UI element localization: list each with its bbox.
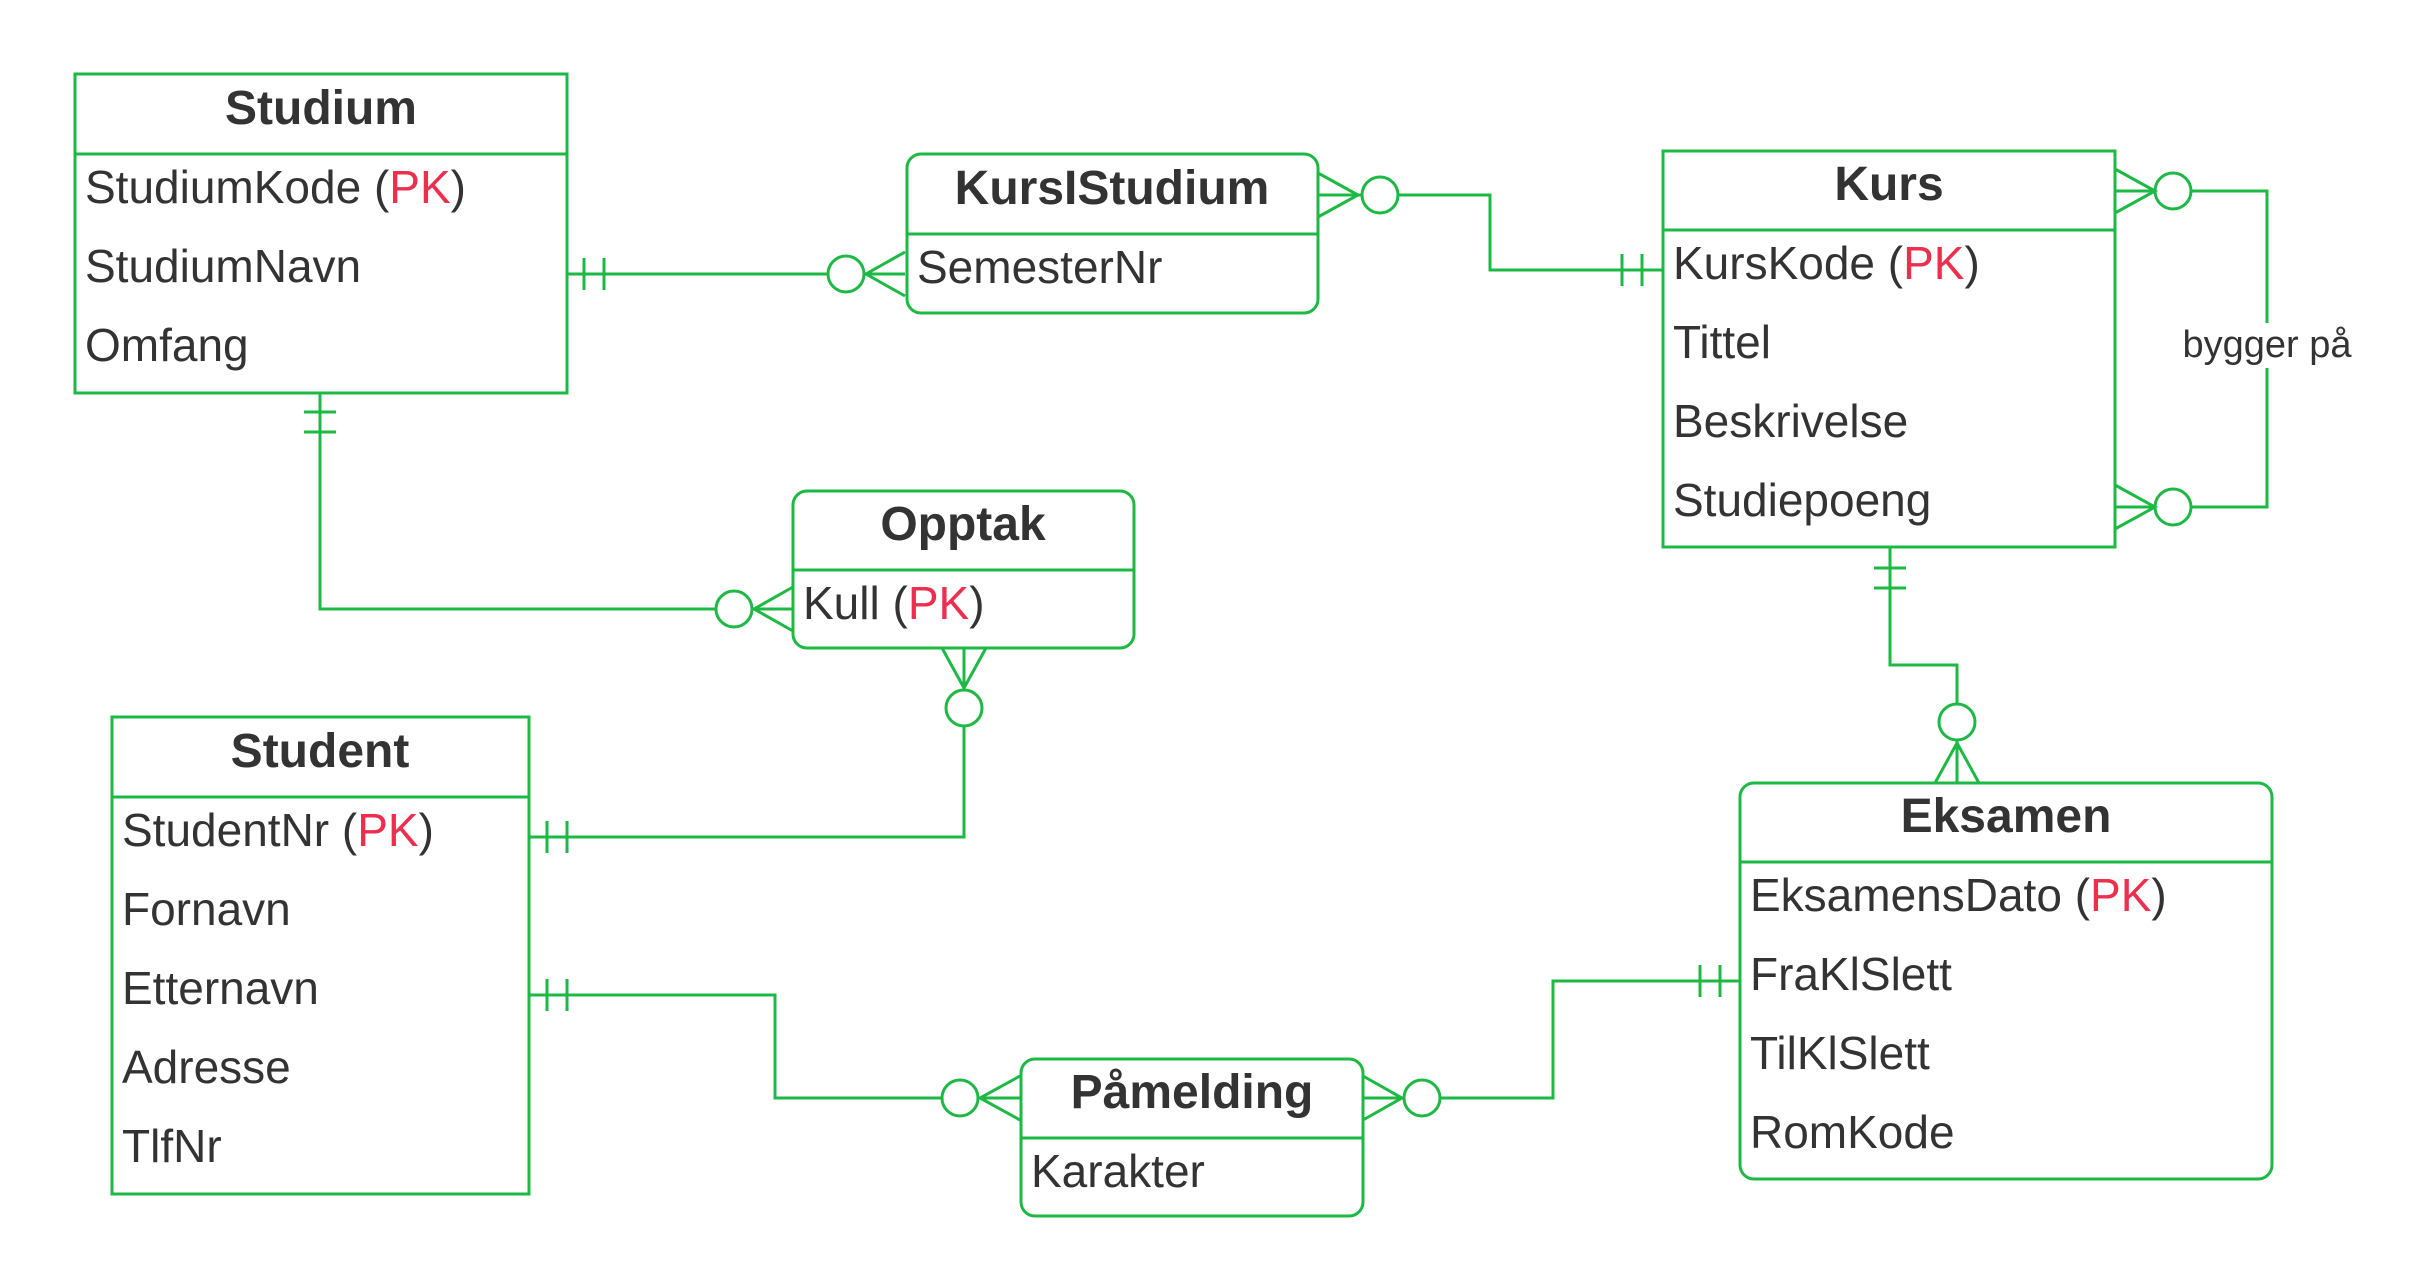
rel-studium-opptak bbox=[304, 393, 794, 633]
entity-eksamen-attr-0: EksamensDato (PK) bbox=[1750, 869, 2167, 921]
entity-kurs-attr-1: Tittel bbox=[1673, 316, 1771, 368]
entity-eksamen-attr-1: FraKlSlett bbox=[1750, 948, 1952, 1000]
entity-student-attr-0: StudentNr (PK) bbox=[122, 804, 434, 856]
entity-studium-attr-1: StudiumNavn bbox=[85, 240, 361, 292]
entity-opptak[interactable]: Opptak Kull (PK) bbox=[791, 489, 1136, 650]
entity-kurs[interactable]: Kurs KursKode (PK) Tittel Beskrivelse St… bbox=[1661, 149, 2117, 549]
entity-student-attr-3: Adresse bbox=[122, 1041, 291, 1093]
entity-opptak-attr-0: Kull (PK) bbox=[803, 577, 985, 629]
rel-kurs-self: bygger på bbox=[2114, 167, 2352, 531]
entity-eksamen-attr-2: TilKlSlett bbox=[1750, 1027, 1930, 1079]
entity-pamelding-attr-0: Karakter bbox=[1031, 1145, 1205, 1197]
entity-kursistudium-attr-0: SemesterNr bbox=[917, 241, 1162, 293]
entity-student-attr-2: Etternavn bbox=[122, 962, 319, 1014]
entity-opptak-title: Opptak bbox=[880, 498, 1046, 551]
entity-eksamen-attr-3: RomKode bbox=[1750, 1106, 1955, 1158]
entity-kurs-attr-2: Beskrivelse bbox=[1673, 395, 1908, 447]
entity-student-attr-1: Fornavn bbox=[122, 883, 291, 935]
rel-kurs-eksamen bbox=[1874, 547, 1981, 784]
entity-student[interactable]: Student StudentNr (PK) Fornavn Etternavn… bbox=[110, 715, 531, 1196]
rel-studium-kursistudium bbox=[567, 250, 906, 298]
entity-kurs-attr-3: Studiepoeng bbox=[1673, 474, 1931, 526]
entity-studium-title: Studium bbox=[225, 82, 417, 135]
kurs-self-label: bygger på bbox=[2182, 324, 2352, 366]
rel-student-pamelding bbox=[530, 979, 1021, 1122]
rel-pamelding-eksamen bbox=[1362, 965, 1741, 1122]
entity-eksamen[interactable]: Eksamen EksamensDato (PK) FraKlSlett Til… bbox=[1738, 781, 2274, 1181]
rel-kursistudium-kurs bbox=[1317, 171, 1663, 286]
entity-studium[interactable]: Studium StudiumKode (PK) StudiumNavn Omf… bbox=[73, 72, 569, 395]
entity-studium-attr-2: Omfang bbox=[85, 319, 249, 371]
entity-pamelding[interactable]: Påmelding Karakter bbox=[1019, 1057, 1365, 1218]
rel-opptak-student bbox=[530, 647, 988, 853]
entity-student-attr-4: TlfNr bbox=[122, 1120, 222, 1172]
entity-studium-attr-0: StudiumKode (PK) bbox=[85, 161, 466, 213]
entity-eksamen-title: Eksamen bbox=[1901, 790, 2112, 843]
entity-kurs-attr-0: KursKode (PK) bbox=[1673, 237, 1980, 289]
entity-pamelding-title: Påmelding bbox=[1071, 1066, 1314, 1119]
entity-kurs-title: Kurs bbox=[1834, 158, 1943, 211]
entity-kursistudium[interactable]: KursIStudium SemesterNr bbox=[905, 152, 1320, 315]
entity-student-title: Student bbox=[231, 725, 410, 778]
entity-kursistudium-title: KursIStudium bbox=[955, 162, 1270, 215]
